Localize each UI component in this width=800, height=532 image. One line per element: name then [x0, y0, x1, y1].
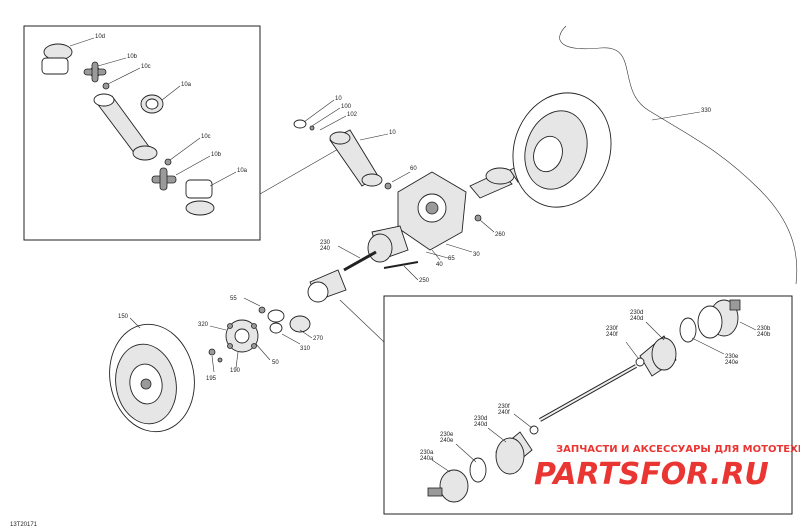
callout-10b: 10b [127, 54, 138, 60]
callout-230a: 230a [420, 450, 434, 456]
callout-320: 320 [198, 322, 209, 328]
callout-310: 310 [300, 346, 311, 352]
wheel-rim-right [512, 92, 612, 208]
small-clamp-right [635, 357, 645, 367]
outer-cv-joint-left [427, 469, 469, 503]
cross-part-10b [83, 61, 107, 83]
callout-240f: 240f [606, 332, 618, 338]
callout-230f: 230f [606, 326, 618, 332]
callout-10d: 10d [95, 34, 105, 40]
watermark-tagline: ЗАПЧАСТИ И АКСЕССУАРЫ ДЛЯ МОТОТЕХНИКИ [556, 444, 800, 455]
callout-50: 50 [272, 360, 279, 366]
boot-left [495, 431, 533, 475]
boot-part-10a [140, 94, 164, 114]
watermark: ЗАПЧАСТИ И АКСЕССУАРЫ ДЛЯ МОТОТЕХНИКИ PA… [534, 444, 800, 492]
callout-240e: 240e [725, 360, 739, 366]
callout-240a: 240a [420, 456, 434, 462]
inset-bottom-right: 230b 240b 230e 240e 230d 240d 230f 240f … [383, 295, 793, 515]
callout-30: 30 [473, 252, 480, 258]
diagram-id: 13T20171 [10, 522, 38, 528]
hub-components [258, 306, 311, 334]
callout-230d-b: 230d [474, 416, 487, 422]
left-axle-shaft [307, 225, 409, 303]
callout-260: 260 [495, 232, 506, 238]
wheel-rim-left [109, 317, 195, 433]
callout-100: 100 [341, 104, 352, 110]
differential-housing [384, 171, 482, 251]
callout-230d: 230d [630, 310, 643, 316]
callout-150: 150 [118, 314, 129, 320]
circlip-part-10c [102, 82, 110, 90]
callout-270: 270 [313, 336, 324, 342]
callout-60: 60 [410, 166, 417, 172]
callout-230: 230 [320, 240, 331, 246]
callout-240f-b: 240f [498, 410, 510, 416]
brake-line-330 [559, 25, 798, 285]
callout-40: 40 [436, 262, 443, 268]
callout-10a-b: 10a [237, 168, 248, 174]
outer-cv-joint-right [697, 299, 741, 339]
callout-10c-b: 10c [201, 134, 211, 140]
callout-240b: 240b [757, 332, 771, 338]
clamp-right [679, 317, 697, 343]
inset-top-left: 10d 10b 10c 10a 10c 10b 10a [23, 25, 261, 241]
callout-10c: 10c [141, 64, 151, 70]
callout-102: 102 [347, 112, 358, 118]
callout-230f-b: 230f [498, 404, 510, 410]
front-driveshaft [293, 119, 383, 187]
callout-10: 10 [335, 96, 342, 102]
callout-195: 195 [206, 376, 217, 382]
callout-330: 330 [701, 108, 712, 114]
inset-br-connector-line [339, 299, 385, 343]
callout-10-b: 10 [389, 130, 396, 136]
wheel-hub-320 [208, 319, 259, 363]
callout-230e: 230e [725, 354, 739, 360]
callout-55: 55 [230, 296, 237, 302]
yoke-part-10d [41, 43, 73, 75]
boot-right [639, 335, 677, 377]
inset-connector-line [259, 147, 341, 195]
callout-240d-b: 240d [474, 422, 487, 428]
callout-230b: 230b [757, 326, 771, 332]
callout-190: 190 [230, 368, 241, 374]
callout-65: 65 [448, 256, 455, 262]
callout-240e-b: 240e [440, 438, 454, 444]
callout-10b-b: 10b [211, 152, 222, 158]
callout-240d: 240d [630, 316, 643, 322]
callout-230e-b: 230e [440, 432, 454, 438]
propeller-shaft [93, 93, 158, 161]
callout-250: 250 [419, 278, 430, 284]
callout-240: 240 [320, 246, 331, 252]
watermark-logo: PARTSFOR.RU [534, 457, 769, 492]
callout-10a: 10a [181, 82, 192, 88]
bolt-250 [383, 261, 419, 281]
yoke-part-10a [185, 179, 215, 216]
cross-part-10b-b [151, 167, 177, 191]
circlip-part-10c-b [164, 158, 172, 166]
clamp-left [469, 457, 487, 483]
